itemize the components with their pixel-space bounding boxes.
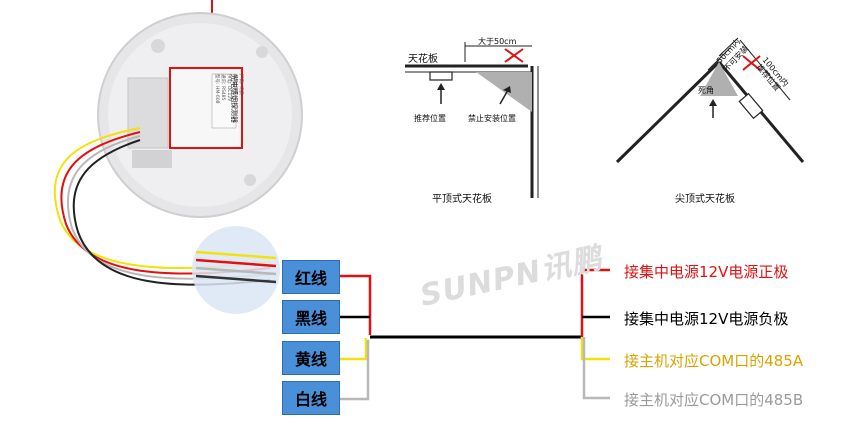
yellow-wire-box: 黄线: [282, 341, 340, 375]
device-label-line: 通讯: RS485: [220, 74, 227, 101]
forbidden-label: 禁止安装位置: [468, 113, 516, 123]
device-label-line: 报警: 声光: [232, 74, 239, 95]
magnified-wires: [195, 250, 277, 284]
red-wire-label: 红线: [294, 269, 327, 288]
flat-ceiling-caption: 平顶式天花板: [432, 192, 492, 205]
device-label-lines: 型号: HM-608 通讯: RS485 供电: DC12V 报警: 声光 厂商…: [214, 74, 245, 104]
recommended-label: 推荐位置: [414, 113, 446, 123]
flat-ceiling-diagram: [405, 42, 539, 198]
device-label-line: 厂商: 讯鹏: [238, 74, 245, 95]
yellow-wire-description: 接主机对应COM口的485A: [624, 352, 804, 370]
device-label-line: 供电: DC12V: [226, 74, 233, 102]
device-label-text: 光电感烟探测器: [230, 74, 239, 123]
yellow-wire-label: 黄线: [294, 350, 327, 369]
black-wire-label: 黑线: [294, 309, 327, 328]
peaked-ceiling-caption: 尖顶式天花板: [675, 192, 735, 205]
distance-label: 大于50cm: [478, 36, 517, 46]
black-wire-description: 接集中电源12V电源负极: [624, 310, 789, 328]
smoke-detector-image: [97, 12, 303, 218]
device-label-line: 型号: HM-608: [214, 74, 221, 104]
ceiling-label: 天花板: [408, 52, 438, 65]
red-wire-box: 红线: [282, 260, 340, 294]
white-wire-box: 白线: [282, 381, 340, 415]
white-wire-description: 接主机对应COM口的485B: [624, 391, 804, 409]
device-label-title: 光电感烟探测器: [230, 74, 239, 123]
peaked-ceiling-diagram: [615, 37, 805, 164]
dead-angle-label: 死角: [698, 85, 714, 95]
black-wire-box: 黑线: [282, 300, 340, 334]
red-wire-description: 接集中电源12V电源正极: [624, 263, 789, 281]
wiring-lines: [340, 268, 610, 401]
white-wire-label: 白线: [294, 390, 327, 409]
